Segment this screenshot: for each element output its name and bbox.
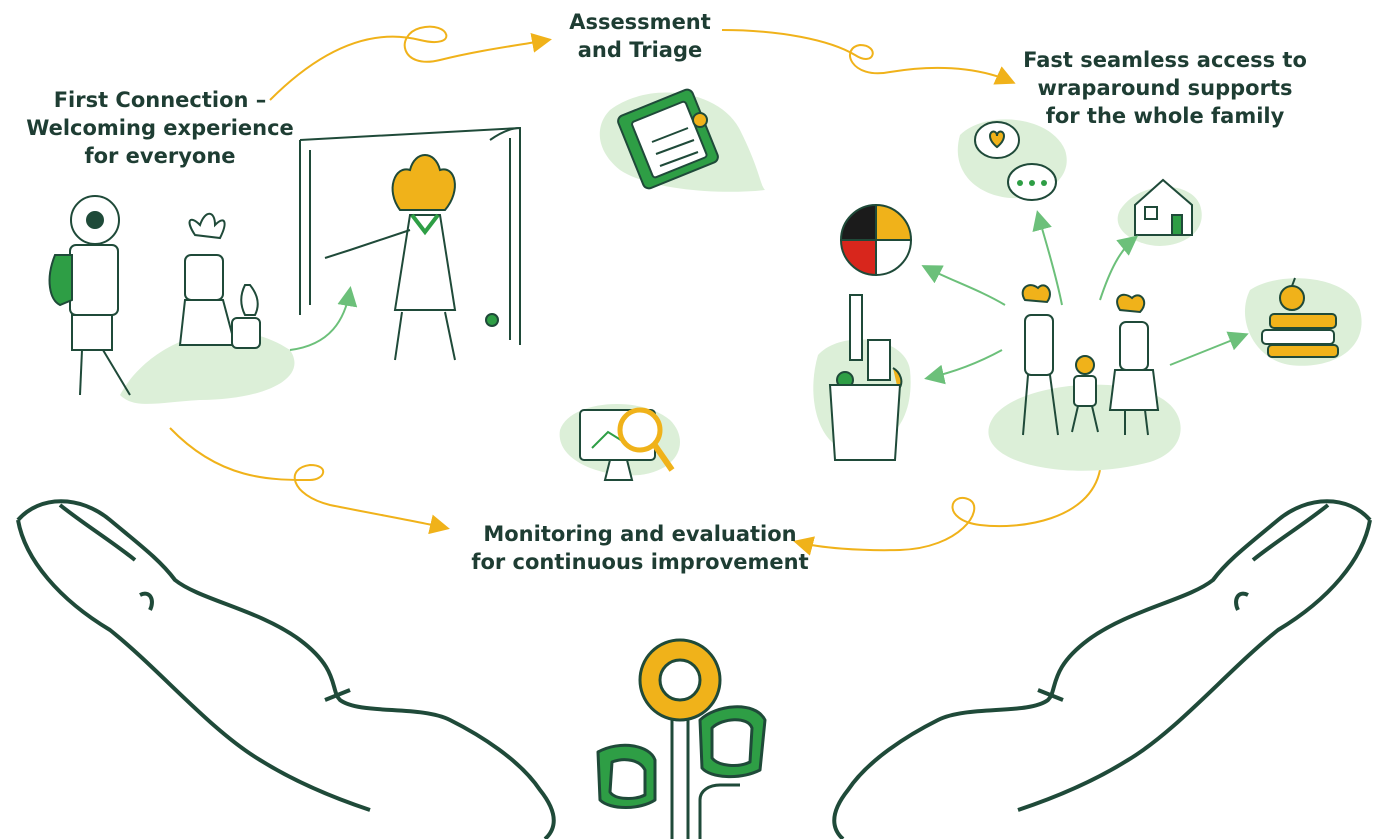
medicine-wheel-icon bbox=[839, 203, 913, 277]
clipboard-checklist-icon bbox=[617, 88, 719, 190]
house-icon bbox=[1134, 178, 1193, 236]
family-icon bbox=[1021, 284, 1160, 436]
connector-access-to-monitoring bbox=[793, 469, 1101, 556]
greeter-person-icon bbox=[324, 154, 457, 361]
stage-first-connection-label: First Connection – Welcoming experience … bbox=[26, 88, 294, 168]
connector-assessment-to-access bbox=[721, 29, 1016, 85]
arrow-to-speech bbox=[1032, 210, 1063, 306]
open-door-icon bbox=[299, 126, 521, 345]
welcome-ground-blob bbox=[120, 331, 295, 404]
stage-assessment-label: Assessment and Triage bbox=[569, 10, 711, 62]
speech-bubble-dots-icon bbox=[1007, 163, 1057, 201]
stage-monitoring-label: Monitoring and evaluation for continuous… bbox=[471, 522, 809, 574]
speech-bubble-heart-icon bbox=[974, 121, 1020, 159]
sprout-logo-icon bbox=[596, 638, 767, 839]
arrow-to-grocery bbox=[924, 349, 1003, 385]
arrow-to-books bbox=[1169, 331, 1249, 366]
monitor-magnifier-icon bbox=[579, 407, 675, 481]
connector-first-to-assessment bbox=[269, 25, 552, 101]
caring-hands-icon bbox=[16, 499, 1372, 839]
grocery-bag-icon bbox=[828, 294, 903, 461]
arrow-to-house bbox=[1099, 235, 1139, 301]
arrow-to-door bbox=[289, 286, 358, 351]
books-apple-icon bbox=[1261, 277, 1339, 358]
connector-first-to-monitoring bbox=[169, 427, 450, 535]
welcoming-person-icon bbox=[48, 195, 261, 396]
arrow-to-wheel bbox=[921, 265, 1006, 306]
stage-access-label: Fast seamless access to wraparound suppo… bbox=[1023, 48, 1307, 128]
